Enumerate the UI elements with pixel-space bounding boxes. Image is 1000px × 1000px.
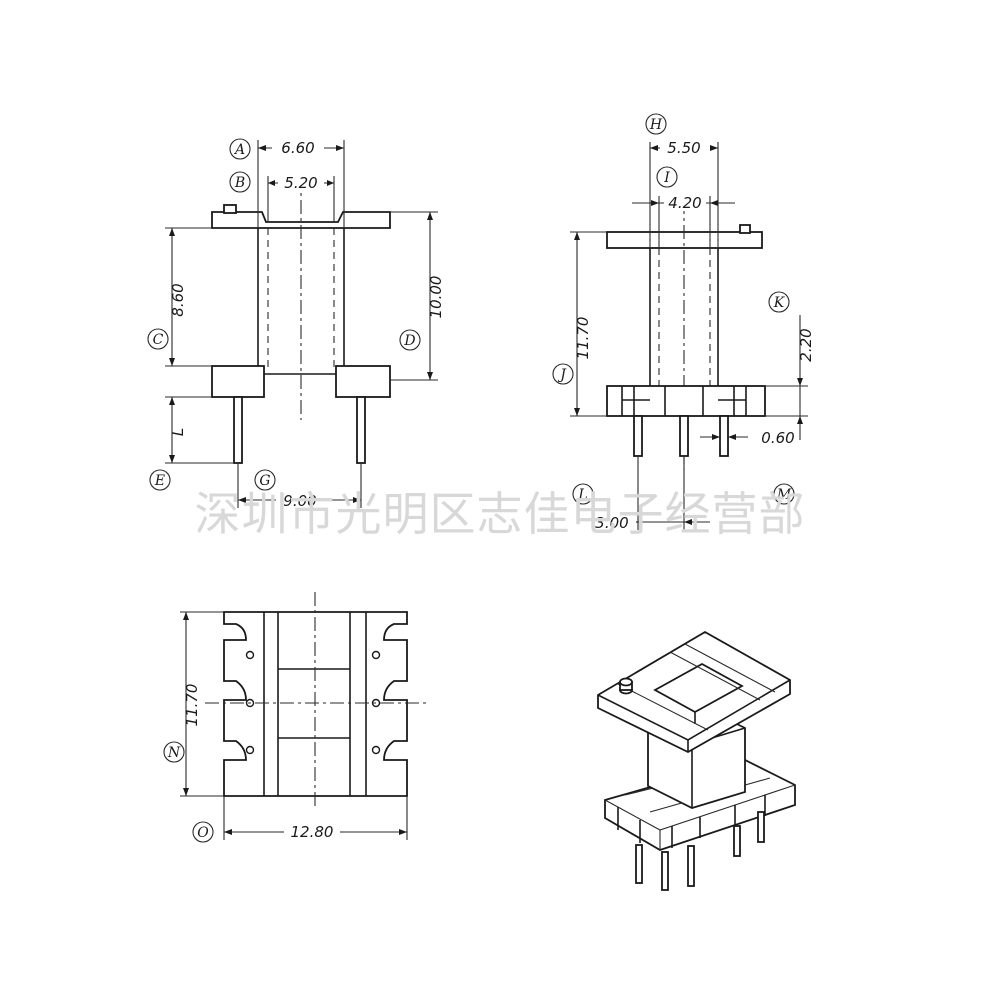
label-g-circle: G <box>254 469 276 491</box>
dim-front-b-value: 5.20 <box>284 174 317 192</box>
dim-front-l-value: L <box>169 428 187 436</box>
label-j-circle: J <box>552 363 574 385</box>
svg-text:J: J <box>557 367 567 383</box>
svg-text:C: C <box>153 332 164 348</box>
label-h-circle: H <box>645 113 667 135</box>
label-b-circle: B <box>229 171 251 193</box>
dim-front-d-value: 10.00 <box>427 276 445 319</box>
front-view: 6.60 5.20 8.60 10.00 L <box>147 138 445 510</box>
dim-side-pin-value: 0.60 <box>761 429 794 447</box>
iso-pins <box>635 811 765 891</box>
label-e-circle: E <box>149 469 171 491</box>
label-a-circle: A <box>229 138 251 160</box>
dim-bottom-n-value: 11.70 <box>183 684 201 727</box>
watermark-text: 深圳市光明区志佳电子经营部 <box>195 487 806 541</box>
label-c-circle: C <box>147 328 169 350</box>
front-base-left-block <box>211 365 265 398</box>
dim-side-i-value: 4.20 <box>668 194 701 212</box>
front-pin-right <box>356 396 366 464</box>
label-l-circle: L <box>572 483 594 505</box>
bottom-view: 11.70 12.80 N O <box>163 592 428 843</box>
label-k-circle: K <box>768 291 790 313</box>
front-top-flange <box>211 211 391 229</box>
label-o-circle: O <box>192 821 214 843</box>
svg-text:A: A <box>233 142 245 158</box>
dim-front-a-value: 6.60 <box>281 139 314 157</box>
isometric-view <box>597 630 796 891</box>
svg-text:B: B <box>234 175 245 191</box>
svg-text:I: I <box>663 170 670 186</box>
svg-text:G: G <box>259 473 270 489</box>
front-base-right-block <box>335 365 391 398</box>
side-view: 5.50 4.20 11.70 2.20 0.60 <box>552 113 815 532</box>
label-i-circle: I <box>656 166 678 188</box>
dim-side-pitch-value: 3.00 <box>595 514 628 532</box>
side-pin-center <box>679 415 689 457</box>
dim-front-pitch-value: 9.00 <box>283 492 316 510</box>
svg-text:K: K <box>773 295 786 311</box>
svg-text:M: M <box>776 487 792 503</box>
svg-text:D: D <box>403 333 415 349</box>
dim-bottom-o-value: 12.80 <box>291 823 334 841</box>
dim-side-j-value: 11.70 <box>574 317 592 360</box>
side-pin-left <box>633 415 643 457</box>
label-m-circle: M <box>773 483 795 505</box>
svg-text:L: L <box>577 487 587 503</box>
front-pin-left <box>233 396 243 464</box>
dim-side-k-value: 2.20 <box>797 328 815 361</box>
front-flange-peg <box>223 204 237 214</box>
svg-text:O: O <box>197 825 209 841</box>
label-n-circle: N <box>163 741 185 763</box>
svg-text:H: H <box>649 117 663 133</box>
svg-text:N: N <box>167 745 181 761</box>
dim-front-c-value: 8.60 <box>169 283 187 316</box>
svg-text:E: E <box>154 473 165 489</box>
side-flange-peg <box>739 224 751 234</box>
dim-side-h-value: 5.50 <box>667 139 700 157</box>
side-pin-right <box>719 415 729 457</box>
label-d-circle: D <box>399 329 421 351</box>
bottom-pin-holes <box>245 650 381 755</box>
side-base <box>606 385 766 417</box>
